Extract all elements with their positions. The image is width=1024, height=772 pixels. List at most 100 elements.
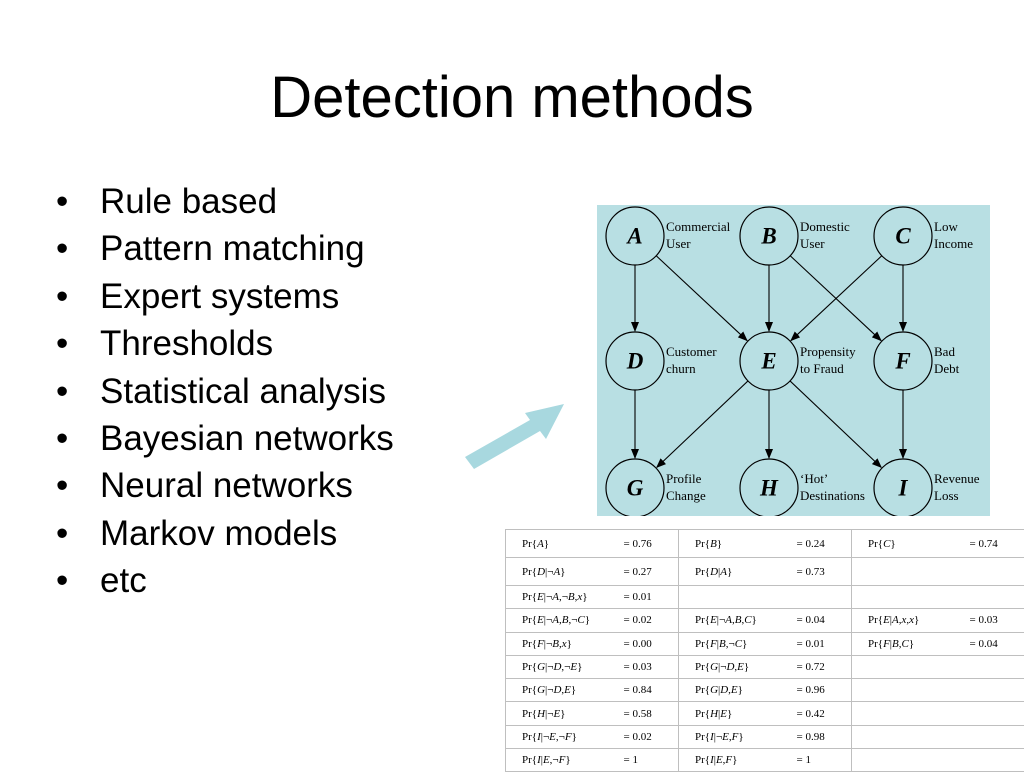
bullet-icon: • <box>56 178 100 225</box>
probability-expression: Pr{G|¬D,¬E} <box>506 655 624 678</box>
probability-expression <box>852 749 970 772</box>
probability-expression: Pr{G|D,E} <box>679 679 797 702</box>
bullet-icon: • <box>56 557 100 604</box>
bullet-icon: • <box>56 273 100 320</box>
bullet-text: Markov models <box>100 514 337 553</box>
probability-value: = 0.76 <box>624 530 679 558</box>
bullet-list: •Rule based•Pattern matching•Expert syst… <box>56 178 394 605</box>
probability-value <box>970 725 1024 748</box>
probability-expression: Pr{E|¬A,B,¬C} <box>506 609 624 632</box>
probability-value <box>970 586 1024 609</box>
probability-expression: Pr{B} <box>679 530 797 558</box>
probability-expression <box>852 725 970 748</box>
probability-expression: Pr{I|E,F} <box>679 749 797 772</box>
probability-value <box>797 586 852 609</box>
probability-expression <box>852 655 970 678</box>
pointer-arrow-icon <box>460 400 570 475</box>
bullet-icon: • <box>56 415 100 462</box>
node-label: User <box>666 236 691 251</box>
node-label: churn <box>666 361 696 376</box>
probability-expression <box>852 558 970 586</box>
probability-value: = 1 <box>624 749 679 772</box>
probability-expression: Pr{F|B,¬C} <box>679 632 797 655</box>
probability-value: = 0.01 <box>797 632 852 655</box>
probability-value <box>970 679 1024 702</box>
bullet-text: Thresholds <box>100 324 273 363</box>
probability-value <box>970 702 1024 725</box>
probability-value: = 0.03 <box>970 609 1024 632</box>
bullet-text: Expert systems <box>100 277 339 316</box>
bullet-text: Bayesian networks <box>100 419 394 458</box>
probability-value: = 0.27 <box>624 558 679 586</box>
node-letter: C <box>895 224 911 249</box>
bullet-item: •Neural networks <box>56 462 394 509</box>
node-letter: H <box>759 476 779 501</box>
node-letter: D <box>626 349 644 374</box>
probability-expression: Pr{I|¬E,F} <box>679 725 797 748</box>
bullet-icon: • <box>56 225 100 272</box>
node-label: Propensity <box>800 344 856 359</box>
probability-value: = 0.98 <box>797 725 852 748</box>
probability-expression: Pr{E|¬A,B,C} <box>679 609 797 632</box>
probability-expression <box>679 586 797 609</box>
probability-value: = 0.24 <box>797 530 852 558</box>
probability-expression: Pr{G|¬D,E} <box>679 655 797 678</box>
node-label: to Fraud <box>800 361 844 376</box>
probability-expression <box>852 702 970 725</box>
node-label: Debt <box>934 361 960 376</box>
bullet-text: Rule based <box>100 182 277 221</box>
probability-expression: Pr{E|A,x,x} <box>852 609 970 632</box>
probability-value: = 0.04 <box>970 632 1024 655</box>
probability-value: = 0.73 <box>797 558 852 586</box>
slide-title: Detection methods <box>0 62 1024 134</box>
bullet-item: •Bayesian networks <box>56 415 394 462</box>
node-letter: E <box>760 349 776 374</box>
node-letter: I <box>898 476 909 501</box>
bullet-item: •Expert systems <box>56 273 394 320</box>
node-label: Bad <box>934 344 955 359</box>
probability-value: = 1 <box>797 749 852 772</box>
probability-value <box>970 749 1024 772</box>
node-label: Commercial <box>666 219 731 234</box>
probability-value <box>970 558 1024 586</box>
bullet-text: Statistical analysis <box>100 372 386 411</box>
probability-value: = 0.74 <box>970 530 1024 558</box>
probability-expression: Pr{D|¬A} <box>506 558 624 586</box>
node-label: Income <box>934 236 973 251</box>
node-letter: F <box>894 349 910 374</box>
probability-value: = 0.42 <box>797 702 852 725</box>
bullet-text: Neural networks <box>100 466 353 505</box>
bullet-item: •Markov models <box>56 510 394 557</box>
bullet-item: •etc <box>56 557 394 604</box>
probability-value: = 0.96 <box>797 679 852 702</box>
node-label: Loss <box>934 488 959 503</box>
probability-value: = 0.58 <box>624 702 679 725</box>
node-label: Low <box>934 219 958 234</box>
probability-expression: Pr{F|¬B,x} <box>506 632 624 655</box>
probability-value: = 0.02 <box>624 725 679 748</box>
probability-value: = 0.02 <box>624 609 679 632</box>
table-row: Pr{E|¬A,¬B,x}= 0.01 <box>506 586 1024 609</box>
probability-expression: Pr{C} <box>852 530 970 558</box>
probability-expression: Pr{I|E,¬F} <box>506 749 624 772</box>
node-label: Revenue <box>934 471 980 486</box>
bullet-text: etc <box>100 561 147 600</box>
node-letter: G <box>627 476 644 501</box>
node-label: Domestic <box>800 219 850 234</box>
probability-expression: Pr{D|A} <box>679 558 797 586</box>
node-label: Profile <box>666 471 702 486</box>
probability-value: = 0.00 <box>624 632 679 655</box>
bullet-item: •Statistical analysis <box>56 368 394 415</box>
probability-value: = 0.03 <box>624 655 679 678</box>
probability-expression: Pr{A} <box>506 530 624 558</box>
probability-expression <box>852 679 970 702</box>
